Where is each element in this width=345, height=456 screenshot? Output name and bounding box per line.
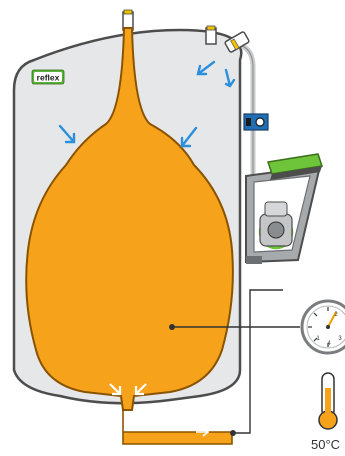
pump-unit xyxy=(245,153,323,264)
outlet-connection-point xyxy=(230,430,236,436)
inflow-arrow-right xyxy=(134,383,147,396)
bladder xyxy=(25,27,234,411)
thermometer-icon xyxy=(318,372,338,430)
gauge-label-1: 1 xyxy=(316,336,320,342)
gauge-label-2: 2 xyxy=(334,312,338,318)
pressure-arrow-3 xyxy=(196,60,216,76)
logo-text: reflex xyxy=(37,73,60,83)
water-sensing-point xyxy=(169,324,175,330)
temperature-reading: 50°C xyxy=(311,437,341,452)
pressure-gauge-icon: 2 1 3 4 xyxy=(300,299,345,355)
gauge-label-3: 3 xyxy=(338,336,342,342)
shutoff-valve xyxy=(243,113,269,131)
gauge-label-4: 4 xyxy=(327,341,331,347)
flow-arrow xyxy=(196,427,210,437)
outlet-pipe xyxy=(122,408,233,445)
pressure-arrow-1 xyxy=(58,124,76,144)
inflow-arrow-left xyxy=(109,383,122,396)
reflex-logo: reflex xyxy=(31,69,65,85)
pressure-arrow-4 xyxy=(224,68,236,88)
elbow-fitting xyxy=(224,31,250,53)
pressure-arrow-2 xyxy=(180,126,198,148)
